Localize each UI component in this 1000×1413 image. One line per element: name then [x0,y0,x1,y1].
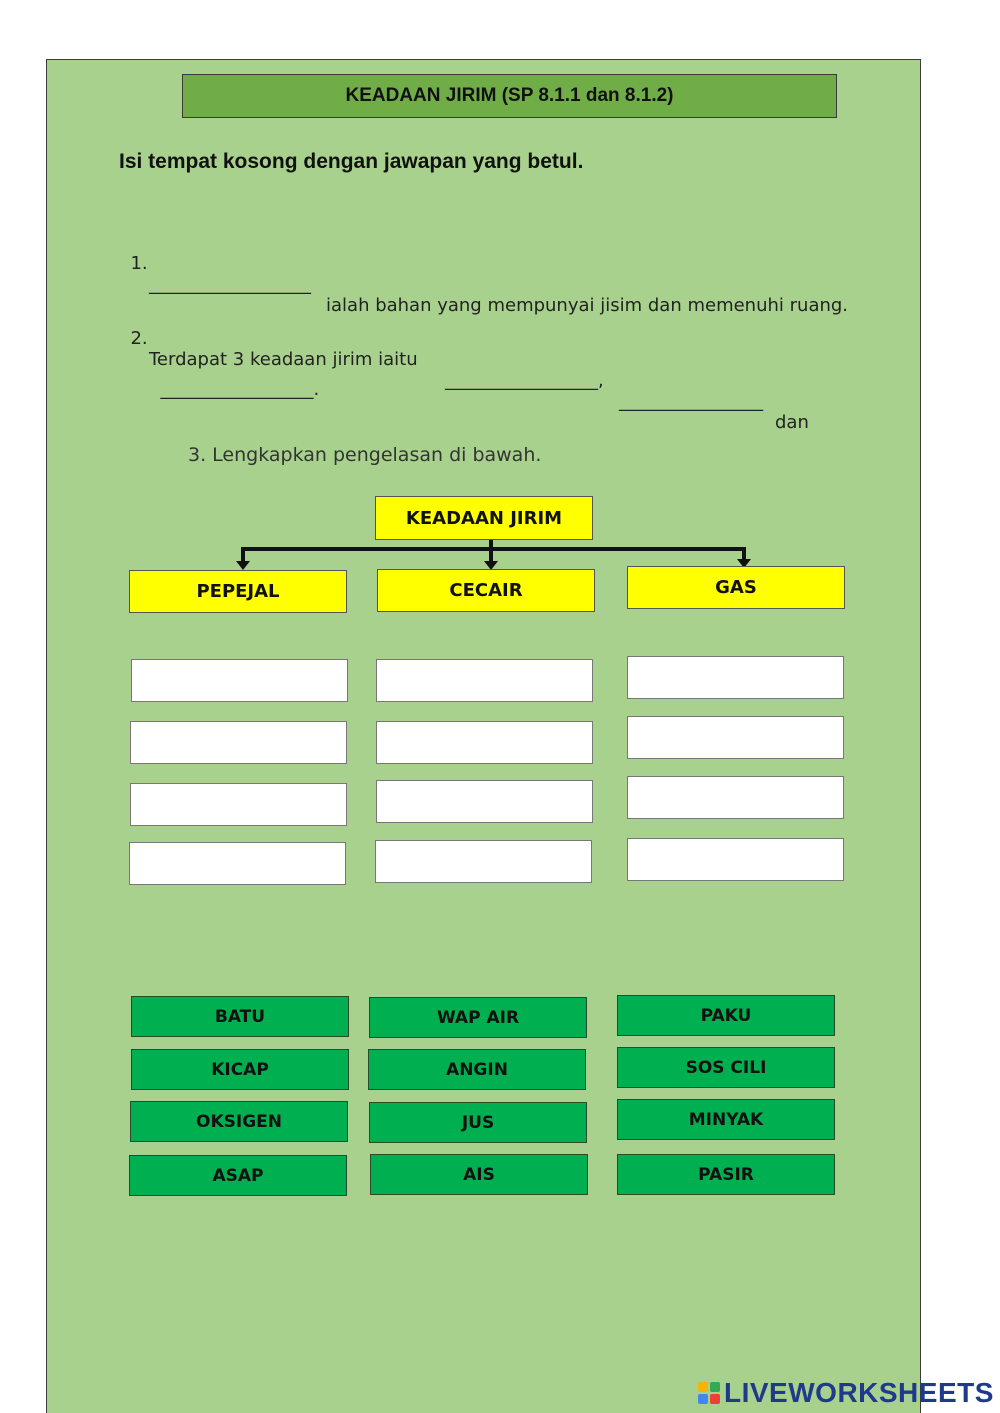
answer-slot-cecair-1[interactable] [376,659,593,702]
question-2-blank-1[interactable]: _________________, [445,370,604,391]
word-card[interactable]: SOS CILI [617,1047,835,1088]
question-2-connector: dan [775,412,809,433]
question-1-number: 1. [130,253,148,274]
word-card[interactable]: AIS [370,1154,588,1195]
question-2-text: Terdapat 3 keadaan jirim iaitu [149,349,418,370]
word-card[interactable]: OKSIGEN [130,1101,348,1142]
diagram-root: KEADAAN JIRIM [375,496,593,540]
word-card[interactable]: JUS [369,1102,587,1143]
category-gas: GAS [627,566,845,609]
word-card[interactable]: KICAP [131,1049,349,1090]
word-card[interactable]: WAP AIR [369,997,587,1038]
category-cecair: CECAIR [377,569,595,612]
answer-slot-gas-1[interactable] [627,656,844,699]
category-gas-label: GAS [715,577,757,598]
liveworksheets-logo: LIVEWORKSHEETS [698,1377,994,1409]
liveworksheets-logo-text: LIVEWORKSHEETS [724,1377,994,1408]
answer-slot-cecair-3[interactable] [376,780,593,823]
worksheet-title: KEADAAN JIRIM (SP 8.1.1 dan 8.1.2) [182,74,837,118]
liveworksheets-logo-icon [698,1382,720,1404]
question-2-line-2: _________________. [149,358,319,400]
instruction-text: Isi tempat kosong dengan jawapan yang be… [119,150,584,173]
answer-slot-gas-3[interactable] [627,776,844,819]
question-1-blank[interactable]: __________________ [149,274,311,295]
answer-slot-gas-2[interactable] [627,716,844,759]
answer-slot-pepejal-1[interactable] [131,659,348,702]
category-pepejal-label: PEPEJAL [196,581,280,602]
question-1: 1. __________________ ialah bahan yang m… [119,232,848,316]
answer-slot-cecair-4[interactable] [375,840,592,883]
word-card[interactable]: PASIR [617,1154,835,1195]
word-card[interactable]: ASAP [129,1155,347,1196]
question-3: 3. Lengkapkan pengelasan di bawah. [188,444,542,466]
category-pepejal: PEPEJAL [129,570,347,613]
answer-slot-pepejal-2[interactable] [130,721,347,764]
question-2-blank-2[interactable]: ________________ [619,391,763,412]
word-card[interactable]: PAKU [617,995,835,1036]
answer-slot-cecair-2[interactable] [376,721,593,764]
answer-slot-pepejal-4[interactable] [129,842,346,885]
question-2-number: 2. [130,328,148,349]
question-2: 2. Terdapat 3 keadaan jirim iaitu ______… [119,307,808,433]
word-card[interactable]: MINYAK [617,1099,835,1140]
word-card[interactable]: BATU [131,996,349,1037]
category-cecair-label: CECAIR [449,580,523,601]
question-1-text: ialah bahan yang mempunyai jisim dan mem… [326,295,849,316]
word-card[interactable]: ANGIN [368,1049,586,1090]
diagram-root-label: KEADAAN JIRIM [405,507,563,529]
answer-slot-gas-4[interactable] [627,838,844,881]
answer-slot-pepejal-3[interactable] [130,783,347,826]
worksheet-title-text: KEADAAN JIRIM (SP 8.1.1 dan 8.1.2) [345,85,674,106]
question-2-blank-3[interactable]: _________________. [160,379,320,400]
